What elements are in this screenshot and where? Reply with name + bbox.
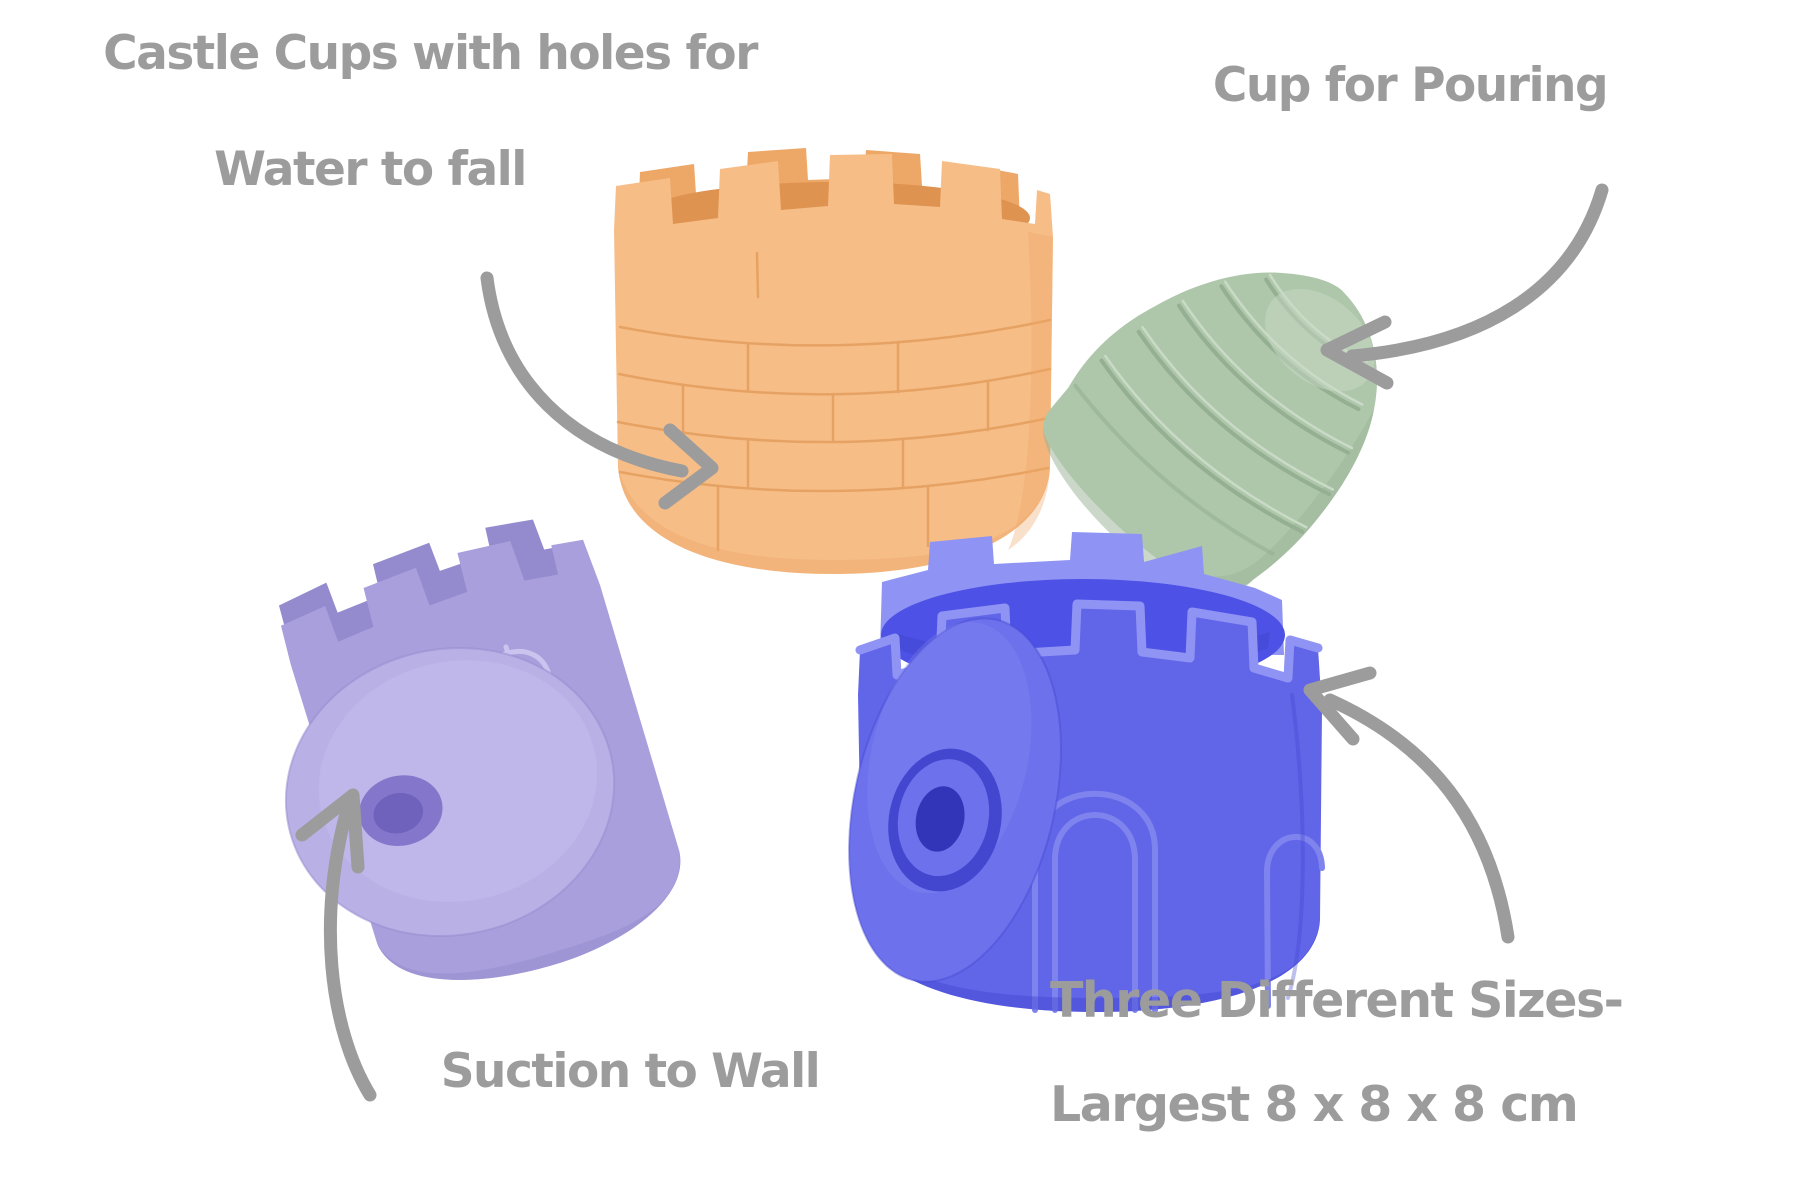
green-pouring-cup [1042,272,1378,595]
castle-cups-label-line2: Water to fall [214,142,527,197]
blue-cup-seam [1286,693,1305,1000]
orange-cup-body [614,154,1053,574]
sizes-label-line1: Three Different Sizes- [1050,972,1624,1029]
castle-cups-label-line1: Castle Cups with holes for [103,26,758,81]
orange-cup-side-shade [1008,232,1053,550]
pouring-label: Cup for Pouring [1212,58,1609,113]
blue-castle-cup [848,532,1325,1013]
blue-suction-hole [915,786,965,852]
orange-castle-cup [614,148,1053,574]
suction-label: Suction to Wall [440,1044,821,1099]
purple-castle-cup [278,519,681,980]
sizes-label-line2: Largest 8 x 8 x 8 cm [1050,1076,1579,1133]
blue-suction-disc [848,617,1062,983]
